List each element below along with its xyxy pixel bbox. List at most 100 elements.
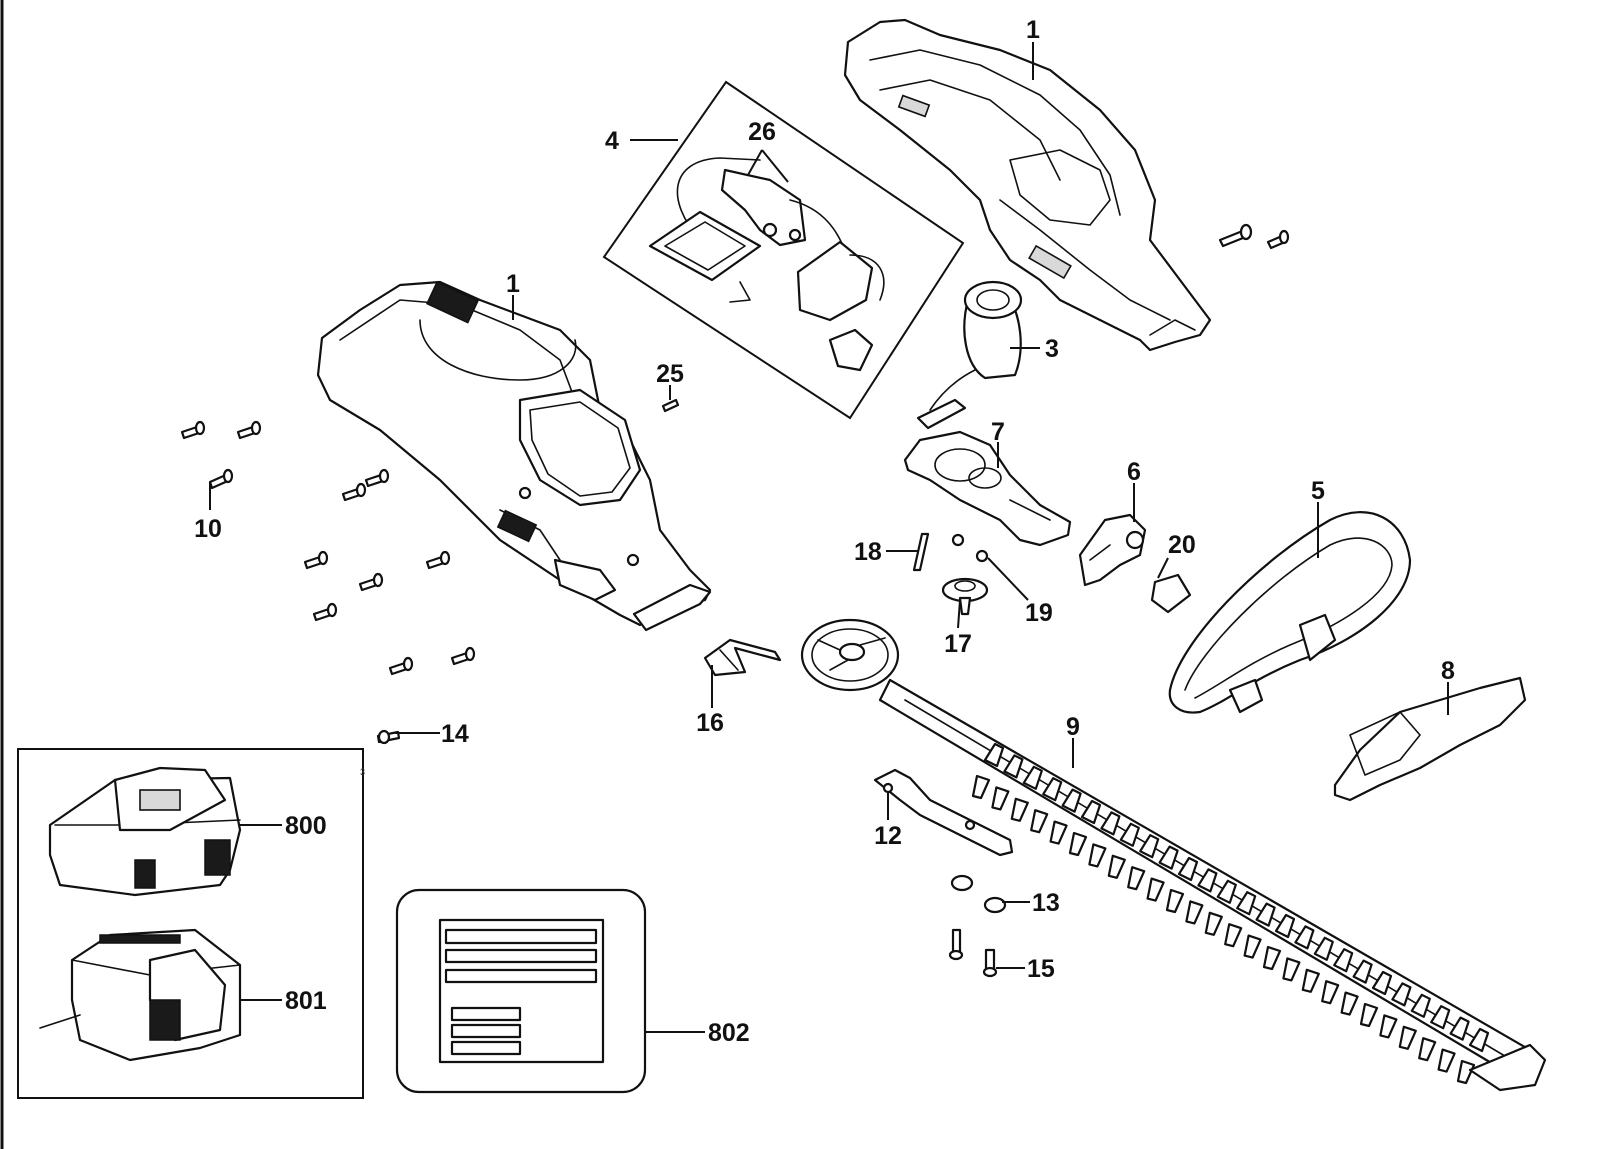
battery-pack-800 [48,766,242,897]
blade-tooth-lower [1030,809,1049,834]
blade-guard [1168,511,1412,714]
blade-tooth-upper [1100,811,1121,836]
blade-tooth-upper [1022,765,1043,790]
blade-tooth-upper [1294,925,1315,950]
callout-7: 7 [991,418,1005,446]
switch-assembly-box [602,80,965,420]
screw-set-left [180,420,476,745]
blade-tooth-upper [1042,777,1063,802]
blade-tooth-lower [1379,1014,1398,1039]
blade-tooth-lower [1398,1025,1417,1050]
motor [916,280,1023,430]
blade-tooth-upper [1274,913,1296,939]
plate-12 [873,768,1014,857]
blade-tooth-upper [1352,959,1373,984]
blade-tooth-upper [983,742,1005,768]
label-802 [395,888,647,1094]
callout-5: 5 [1311,477,1325,505]
charger-801 [39,928,242,1062]
blade-tooth-upper [1236,891,1257,916]
blade-tooth-upper [1468,1027,1490,1053]
blade-tooth-upper [1139,834,1160,859]
housing-half-left [316,280,712,632]
blade-tooth-lower [1437,1048,1456,1073]
callout-8: 8 [1441,657,1455,685]
pin-18 [912,532,930,572]
callout-26: 26 [748,118,776,146]
callout-1b: 1 [506,270,520,298]
blade-tooth-lower [1088,843,1107,868]
callout-10: 10 [194,515,222,543]
blade-tooth-upper [1313,936,1334,961]
blade-tooth-lower [991,786,1010,811]
blade-tooth-upper [1255,902,1276,927]
blade-teeth [971,742,1490,1085]
blade-tooth-lower [1282,957,1301,982]
blade-tooth-upper [1410,993,1431,1018]
blade-tooth-upper [1061,788,1082,813]
blade-tooth-lower [1107,854,1126,879]
blade-tooth-lower [1127,866,1146,891]
small-gear-17 [941,577,989,616]
callout-18: 18 [854,538,882,566]
blade-tooth-upper [1080,799,1102,825]
callout-16: 16 [696,709,724,737]
callout-802: 802 [708,1019,750,1047]
callout-19: 19 [1025,599,1053,627]
blade-tooth-lower [1243,934,1262,959]
blade-tooth-upper [1371,970,1393,996]
callout-12: 12 [874,822,902,850]
blade-tooth-lower [1359,1002,1379,1028]
part-20-block [1150,573,1192,614]
accessory-box [17,748,364,1099]
callout-20: 20 [1168,531,1196,559]
blade-tooth-upper [1449,1016,1470,1041]
blade-tooth-lower [1224,923,1243,948]
rear-guard-8 [1333,676,1527,802]
callout-14: 14 [441,720,469,748]
blade-tooth-lower [1262,945,1282,971]
blade-tooth-upper [1119,822,1140,847]
callout-9: 9 [1066,713,1080,741]
callout-801: 801 [285,987,327,1015]
blade-tooth-lower [1456,1059,1476,1085]
housing-half-right [843,18,1212,352]
callout-800: 800 [285,812,327,840]
callout-3: 3 [1045,335,1059,363]
blade-tooth-upper [1158,845,1179,870]
gear-housing [903,430,1072,547]
callout-1a: 1 [1026,16,1040,44]
blade-tooth-upper [1003,754,1024,779]
blade-tooth-upper [1430,1005,1451,1030]
blade-tooth-lower [1010,797,1029,822]
callout-4: 4 [605,127,619,155]
blade-tooth-upper [1333,948,1354,973]
blade-tooth-lower [1146,877,1165,902]
callout-6: 6 [1127,458,1141,486]
callout-15: 15 [1027,955,1055,983]
blade-tip [1468,1043,1547,1092]
blade-tooth-upper [1197,868,1218,893]
blade-tooth-lower [1165,888,1185,914]
blade-tooth-lower [1321,980,1340,1005]
screw-19 [951,533,989,563]
blade-tooth-lower [1185,900,1204,925]
blade-tooth-lower [1301,968,1320,993]
blade-tooth-lower [1068,831,1088,857]
bolt-15 [948,928,998,978]
callout-labels: 1 1 3 4 5 6 7 8 9 10 12 13 14 15 16 17 1… [194,16,1455,1047]
callout-25: 25 [656,360,684,388]
switch-assembly [648,157,885,372]
screw-25 [661,398,680,413]
corner-mark: 3 [360,767,365,777]
blade-tooth-lower [971,774,991,800]
blade-tooth-lower [1418,1037,1437,1062]
callout-13: 13 [1032,889,1060,917]
clip-16 [703,638,782,677]
callout-17: 17 [944,630,972,658]
blade-tooth-lower [1049,820,1068,845]
nut-13 [950,874,1007,914]
screw-pair-top-right [1218,223,1290,250]
blade-tooth-upper [1216,879,1237,904]
